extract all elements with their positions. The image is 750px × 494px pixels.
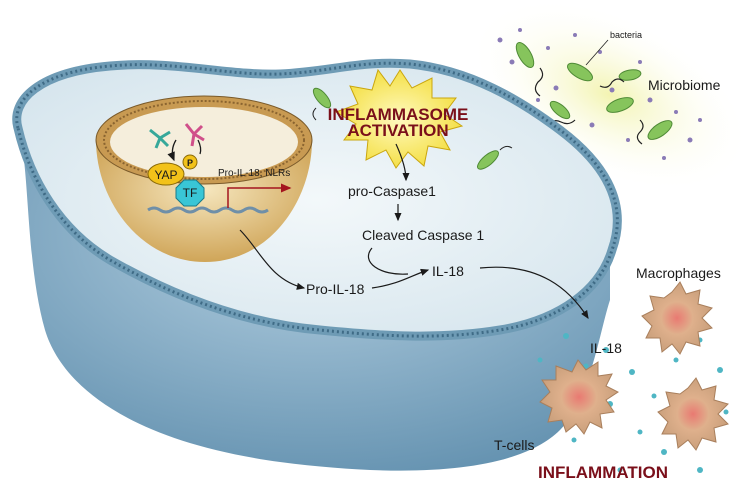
- microbiome-label: Microbiome: [648, 77, 721, 93]
- inflammasome-line1: INFLAMMASOME: [328, 105, 469, 124]
- phosphate-icon: [182, 154, 198, 170]
- pro-caspase1-label: pro-Caspase1: [348, 183, 436, 199]
- bacteria-label: bacteria: [610, 30, 642, 40]
- macrophage-bottom: [657, 377, 729, 451]
- secretion-arrow: [479, 266, 589, 320]
- tf-label: TF: [183, 186, 198, 200]
- invading-bacteria: [312, 87, 513, 170]
- bacteria-pointer-line: [585, 39, 609, 66]
- inflammasome-line2: ACTIVATION: [347, 121, 448, 140]
- il18-cytokine-dots: [537, 333, 729, 473]
- transcription-arrow: [227, 183, 292, 208]
- nucleoplasm: [110, 107, 298, 177]
- il18-secreted-label: IL-18: [590, 340, 622, 356]
- caspase-action-arrow: [367, 247, 409, 275]
- cleaved-caspase1-label: Cleaved Caspase 1: [362, 227, 484, 243]
- tf-protein: [175, 179, 205, 207]
- microbiome-particles: [497, 28, 702, 160]
- yap-label: YAP: [154, 168, 177, 182]
- inflammasome-burst: INFLAMMASOME ACTIVATION: [328, 68, 469, 169]
- inflammation-label: INFLAMMATION: [538, 463, 668, 482]
- pro-il18-nlrs-label: Pro-IL-18, NLRs: [218, 168, 290, 179]
- phosphate-label: P: [187, 158, 193, 168]
- il18-cell-label: IL-18: [432, 263, 464, 279]
- cell-membrane: [15, 61, 619, 338]
- ligand-icons: [149, 123, 205, 162]
- processing-arrow: [371, 268, 430, 289]
- tcells-label: T-cells: [494, 437, 534, 453]
- dna-strand: [147, 206, 269, 214]
- bacteria-cluster: [515, 42, 673, 145]
- tcell: [539, 359, 619, 435]
- macrophages-label: Macrophages: [636, 265, 721, 281]
- translation-arrow: [239, 229, 306, 290]
- yap-protein: [147, 162, 185, 186]
- activation-arrow: [395, 143, 410, 182]
- nucleus: YAP P TF Pro-IL-18, NLRs: [95, 95, 313, 262]
- macrophage-top: [641, 281, 713, 355]
- pro-il18-label: Pro-IL-18: [306, 281, 365, 297]
